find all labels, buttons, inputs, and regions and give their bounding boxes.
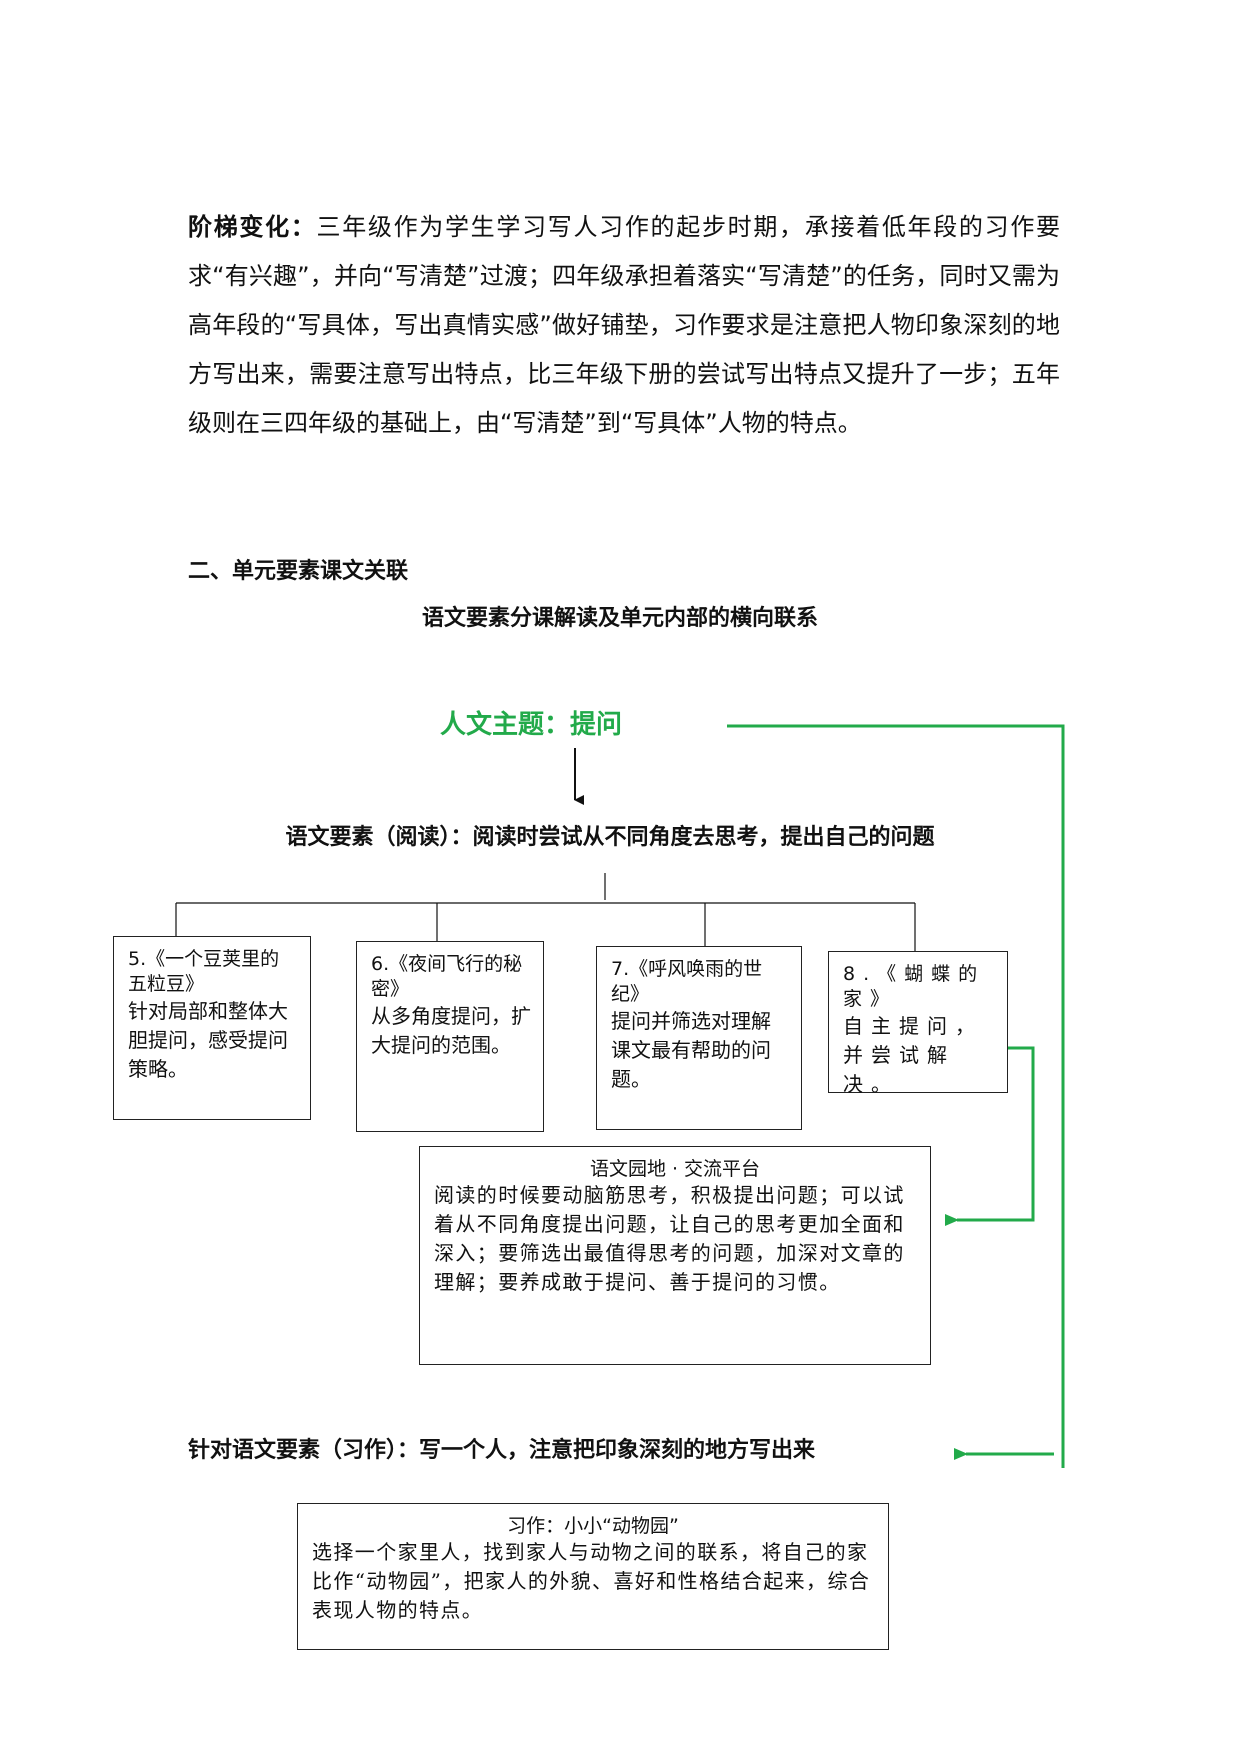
lesson-desc: 从多角度提问，扩大提问的范围。 [371, 1004, 531, 1057]
reading-element: 语文要素（阅读）：阅读时尝试从不同角度去思考，提出自己的问题 [285, 825, 935, 850]
garden-title: 语文园地 · 交流平台 [589, 1158, 761, 1180]
paragraph-label: 阶梯变化： [188, 213, 317, 241]
lesson-box-5: 5.《一个豆荚里的五粒豆》 针对局部和整体大胆提问，感受提问策略。 [113, 936, 311, 1120]
lesson-desc: 提问并筛选对理解课文最有帮助的问题。 [611, 1009, 771, 1091]
lesson-box-7: 7.《呼风唤雨的世纪》 提问并筛选对理解课文最有帮助的问题。 [596, 946, 802, 1130]
intro-paragraph: 阶梯变化：三年级作为学生学习写人习作的起步时期，承接着低年段的习作要求“有兴趣”… [188, 203, 1060, 448]
zuowen-box: 习作：小小“动物园” 选择一个家里人，找到家人与动物之间的联系，将自己的家比作“… [297, 1503, 889, 1650]
lesson-desc: 针对局部和整体大胆提问，感受提问策略。 [128, 999, 288, 1081]
section-heading: 二、单元要素课文关联 [188, 559, 409, 584]
theme-to-writing-arrow [727, 724, 1065, 1468]
lesson-title: 8.《蝴蝶的家》 [843, 963, 986, 1010]
writing-element: 针对语文要素（习作）：写一个人，注意把印象深刻的地方写出来 [188, 1438, 816, 1463]
lesson-box-6: 6.《夜间飞行的秘密》 从多角度提问，扩大提问的范围。 [356, 941, 544, 1132]
lesson-title: 6.《夜间飞行的秘密》 [371, 953, 523, 1000]
paragraph-text: 三年级作为学生学习写人习作的起步时期，承接着低年段的习作要求“有兴趣”，并向“写… [188, 213, 1061, 437]
diagram-title: 语文要素分课解读及单元内部的横向联系 [421, 606, 818, 631]
lesson-desc: 自主提问，并尝试解决。 [843, 1014, 983, 1096]
garden-box: 语文园地 · 交流平台 阅读的时候要动脑筋思考，积极提出问题；可以试着从不同角度… [419, 1146, 931, 1365]
lesson-title: 5.《一个豆荚里的五粒豆》 [128, 948, 280, 995]
theme-title: 人文主题：提问 [440, 710, 623, 740]
lesson-title: 7.《呼风唤雨的世纪》 [611, 958, 763, 1005]
lesson8-to-garden-arrow [945, 1046, 1035, 1226]
garden-text: 阅读的时候要动脑筋思考，积极提出问题；可以试着从不同角度提出问题，让自己的思考更… [434, 1183, 905, 1294]
lesson-box-8: 8.《蝴蝶的家》 自主提问，并尝试解决。 [828, 951, 1008, 1096]
zuowen-title: 习作：小小“动物园” [507, 1515, 679, 1537]
zuowen-text: 选择一个家里人，找到家人与动物之间的联系，将自己的家比作“动物园”，把家人的外貌… [312, 1540, 871, 1622]
